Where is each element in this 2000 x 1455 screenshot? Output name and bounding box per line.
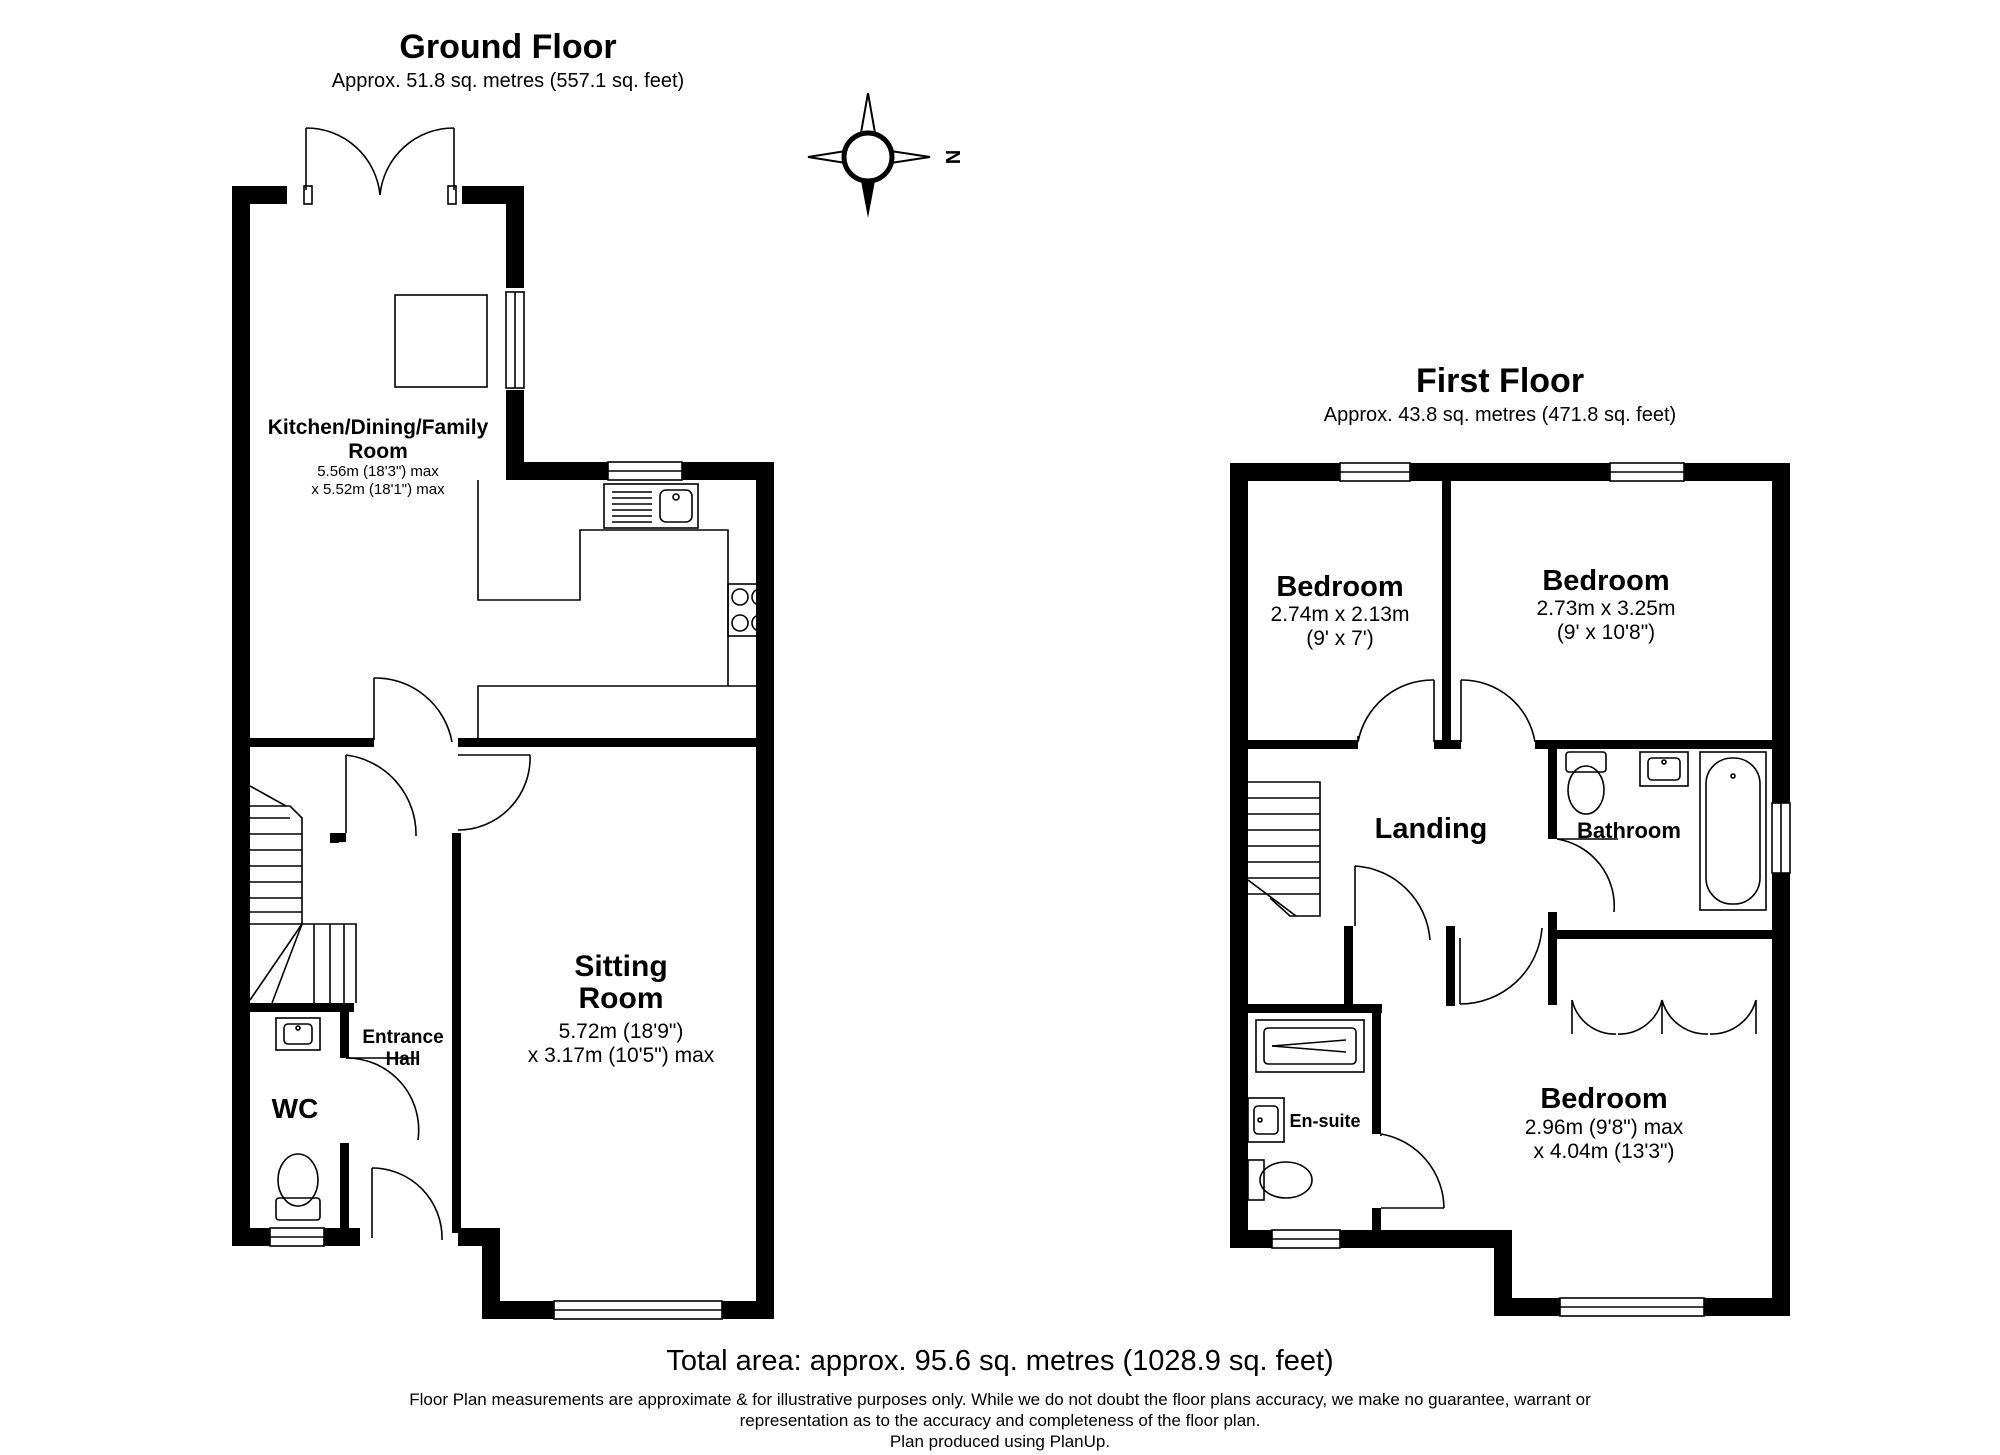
bedroom-mid-dim-2: (9' x 10'8") bbox=[1557, 621, 1655, 644]
bedroom-small-dim-2: (9' x 7') bbox=[1306, 627, 1374, 650]
first-floor-title: First Floor bbox=[1416, 362, 1584, 400]
wc-label: WC bbox=[272, 1093, 319, 1124]
kitchen-dim-2: x 5.52m (18'1") max bbox=[311, 481, 445, 498]
ensuite-label: En-suite bbox=[1289, 1111, 1360, 1131]
entrance-hall-label: Entrance Hall bbox=[362, 1027, 443, 1070]
compass-north-label: N bbox=[941, 150, 963, 164]
sitting-dim: 5.72m (18'9") bbox=[559, 1020, 684, 1043]
bedroom-main-label: Bedroom 2.96m (9'8") max x 4.04m (13'3") bbox=[1525, 1083, 1684, 1163]
disclaimer-line-3: Plan produced using PlanUp. bbox=[890, 1432, 1110, 1451]
bedroom-mid-name: Bedroom bbox=[1542, 565, 1669, 597]
compass-rose-icon: N bbox=[807, 92, 963, 218]
kitchen-dim: 5.56m (18'3") max bbox=[317, 463, 439, 480]
ground-floor-plan bbox=[232, 127, 774, 1320]
bedroom-small-name: Bedroom bbox=[1276, 571, 1403, 603]
entrance-name-2: Hall bbox=[386, 1049, 421, 1070]
bedroom-main-dim: 2.96m (9'8") max bbox=[1525, 1116, 1684, 1139]
sitting-dim-2: x 3.17m (10'5") max bbox=[528, 1044, 715, 1067]
kitchen-label: Kitchen/Dining/Family Room 5.56m (18'3")… bbox=[268, 416, 489, 498]
sitting-name-2: Room bbox=[579, 982, 664, 1015]
first-floor-area: Approx. 43.8 sq. metres (471.8 sq. feet) bbox=[1324, 404, 1676, 426]
kitchen-name-2: Room bbox=[348, 440, 408, 463]
kitchen-name: Kitchen/Dining/Family bbox=[268, 416, 489, 439]
total-area: Total area: approx. 95.6 sq. metres (102… bbox=[666, 1345, 1333, 1377]
bedroom-main-name: Bedroom bbox=[1540, 1083, 1667, 1115]
first-floor-plan bbox=[1230, 462, 1791, 1317]
sitting-room-label: Sitting Room 5.72m (18'9") x 3.17m (10'5… bbox=[528, 950, 715, 1067]
ground-floor-title: Ground Floor bbox=[399, 28, 616, 66]
sitting-name: Sitting bbox=[574, 950, 667, 983]
bedroom-mid-dim: 2.73m x 3.25m bbox=[1537, 597, 1676, 620]
disclaimer-line-2: representation as to the accuracy and co… bbox=[740, 1411, 1261, 1430]
entrance-name: Entrance bbox=[362, 1027, 443, 1048]
disclaimer-line-1: Floor Plan measurements are approximate … bbox=[409, 1390, 1591, 1409]
bedroom-mid-label: Bedroom 2.73m x 3.25m (9' x 10'8") bbox=[1537, 565, 1676, 644]
landing-label: Landing bbox=[1375, 813, 1488, 845]
bedroom-small-dim: 2.74m x 2.13m bbox=[1271, 603, 1410, 626]
ground-floor-area: Approx. 51.8 sq. metres (557.1 sq. feet) bbox=[332, 70, 684, 92]
bedroom-main-dim-2: x 4.04m (13'3") bbox=[1533, 1140, 1674, 1163]
bedroom-small-label: Bedroom 2.74m x 2.13m (9' x 7') bbox=[1271, 571, 1410, 650]
bathroom-label: Bathroom bbox=[1577, 818, 1681, 843]
